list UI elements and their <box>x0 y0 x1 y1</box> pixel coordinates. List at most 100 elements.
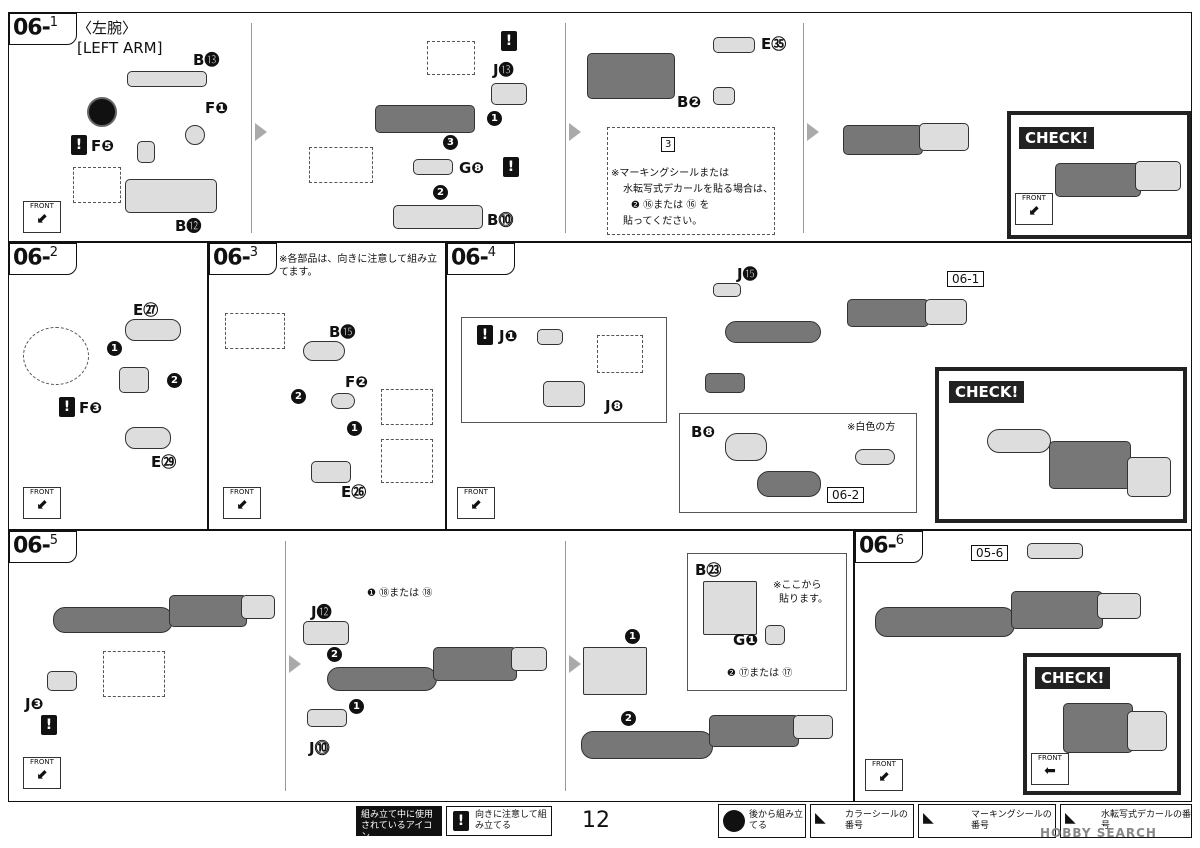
seal-icon: ◣ <box>815 810 826 826</box>
step-2-icon: 2 <box>621 711 636 726</box>
part-b23 <box>703 581 757 635</box>
part-forearm <box>847 299 929 327</box>
warning-icon: ! <box>71 135 87 155</box>
step-number-06-6: 06-6 <box>859 533 904 559</box>
part-label-g8: G❽ <box>459 159 485 177</box>
part-b15 <box>303 341 345 361</box>
part-label-j15: J⓯ <box>737 265 758 283</box>
marking-note-line4: 貼ってください。 <box>623 216 703 227</box>
step-number-06-5: 06-5 <box>13 533 58 559</box>
part-shield <box>1027 543 1083 559</box>
part-b12 <box>125 179 217 213</box>
part-small-joint <box>855 449 895 465</box>
part-g8 <box>413 159 453 175</box>
marking-note-line2: 水転写式デカールを貼る場合は、 <box>623 184 773 195</box>
detail-callout <box>73 167 121 203</box>
part-label-j10: J⓾ <box>309 739 330 757</box>
legend-water-decal: ◣ 水転写式デカールの番号 <box>1060 804 1192 838</box>
part-label-b15: B⓯ <box>329 323 356 341</box>
legend-from-back: 後から組み立てる <box>718 804 806 838</box>
next-arrow <box>255 123 267 141</box>
panel-06-1: 06-1 〈左腕〉 [LEFT ARM] B⓭ F❶ ! F❺ B⓬ FRONT… <box>8 12 1192 242</box>
panel-06-5: 06-5 J❸ ! FRONT⬋ ❶ ⑱または ⑱ J⓬ 2 1 J⓾ B㉓ ※… <box>8 530 854 802</box>
front-indicator: FRONT⬋ <box>865 759 903 791</box>
part-hand <box>793 715 833 739</box>
part-upper-arm <box>725 321 821 343</box>
part-label-b2: B❷ <box>677 93 702 111</box>
check-badge: CHECK! <box>1017 125 1097 151</box>
legend-orientation: ! 向きに注意して組み立てる <box>446 806 552 836</box>
step-number-06-3: 06-3 <box>213 245 258 271</box>
part-j1 <box>537 329 563 345</box>
part-forearm <box>169 595 247 627</box>
part-label-f3: F❸ <box>79 399 102 417</box>
part-g1 <box>765 625 785 645</box>
part-label-g1: G❶ <box>733 631 759 649</box>
marking-note-line3: ❷ ⑯または ⑯ を <box>631 200 710 211</box>
part-label-j12: J⓬ <box>311 603 332 621</box>
part-upper-arm <box>757 471 821 497</box>
divider <box>803 23 804 233</box>
part-f3 <box>119 367 149 393</box>
part-arm-full <box>53 607 173 633</box>
divider <box>565 23 566 233</box>
legend-marking-seal: ◣ マーキングシールの番号 <box>918 804 1056 838</box>
part-f5 <box>137 141 155 163</box>
part-hand <box>511 647 547 671</box>
part-shield <box>583 647 647 695</box>
panel-06-6: 06-6 05-6 CHECK! FRONT⬅ FRONT⬋ <box>854 530 1192 802</box>
step-2-icon: 2 <box>167 373 182 388</box>
part-check-shoulder <box>987 429 1051 453</box>
part-label-b23: B㉓ <box>695 561 722 579</box>
warning-icon: ! <box>503 157 519 177</box>
part-j15 <box>713 283 741 297</box>
step-1-icon: 1 <box>107 341 122 356</box>
seal-67-note: ❷ ⑰または ⑰ <box>727 668 793 679</box>
part-label-f2: F❷ <box>345 373 368 391</box>
part-hand <box>1097 593 1141 619</box>
front-indicator: FRONT⬋ <box>1015 193 1053 225</box>
part-f1 <box>185 125 205 145</box>
part-label-b8: B❽ <box>691 423 716 441</box>
part-hand <box>925 299 967 325</box>
front-indicator: FRONT⬅ <box>1031 753 1069 785</box>
part-check-hand <box>1127 711 1167 751</box>
front-indicator: FRONT⬋ <box>457 487 495 519</box>
part-label-j1: J❶ <box>499 327 518 345</box>
part-label-e35: E㉟ <box>761 35 787 53</box>
detail-callout <box>381 389 433 425</box>
paste-here-note-1: ※ここから <box>773 580 822 591</box>
detail-callout <box>309 147 373 183</box>
step-title-jp: 〈左腕〉 <box>77 19 138 37</box>
detail-callout <box>427 41 475 75</box>
watermark: HOBBY SEARCH <box>1040 826 1157 840</box>
part-check-forearm <box>1049 441 1131 489</box>
part-e26 <box>311 461 351 483</box>
marking-note-line1: ※マーキングシールまたは <box>611 168 730 179</box>
icons-used-label: 組み立て中に使用されているアイコン <box>356 806 442 842</box>
part-arm-full <box>327 667 437 691</box>
seal-number: 3 <box>661 137 676 152</box>
part-label-e27: E㉗ <box>133 301 159 319</box>
part-label-b10: B⓾ <box>487 211 514 229</box>
part-e27 <box>125 319 181 341</box>
part-label-b13: B⓭ <box>193 51 220 69</box>
white-side-note: ※白色の方 <box>847 422 896 433</box>
seal-icon: ◣ <box>923 810 934 826</box>
step-2-icon: 2 <box>327 647 342 662</box>
part-check-forearm <box>1063 703 1133 753</box>
step-1-icon: 1 <box>347 421 362 436</box>
part-hand <box>1135 161 1181 191</box>
warning-icon: ! <box>59 397 75 417</box>
step-2-icon: 2 <box>433 185 448 200</box>
divider <box>251 23 252 233</box>
ref-06-2: 06-2 <box>827 487 865 503</box>
part-forearm <box>433 647 517 681</box>
divider <box>565 541 566 791</box>
part-j13 <box>491 83 527 105</box>
part-label-j13: J⓭ <box>493 61 514 79</box>
part-hand <box>919 123 969 151</box>
front-indicator: FRONT⬋ <box>23 201 61 233</box>
step-1-icon: 1 <box>625 629 640 644</box>
next-arrow <box>289 655 301 673</box>
